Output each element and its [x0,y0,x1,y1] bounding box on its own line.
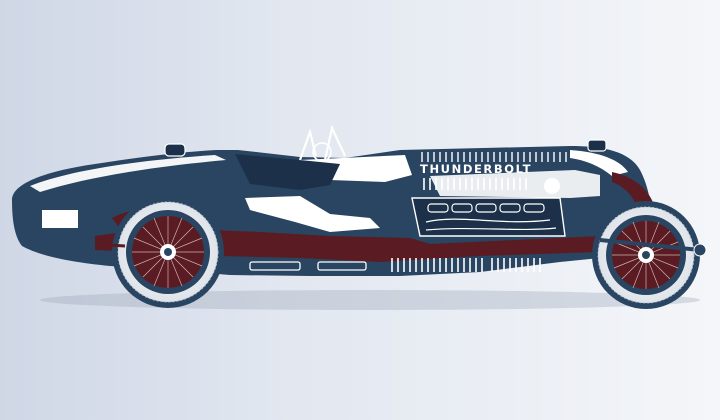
engine-block [411,197,566,237]
engine-details [425,203,557,231]
side-louvres [423,178,527,190]
chassis-rail [95,228,660,262]
radiator-cap [587,139,607,152]
fuel-cap [164,143,186,157]
side-light [544,178,560,194]
steering-wheel [312,142,332,162]
bonnet-louvres [421,152,567,162]
front-wheel [592,201,700,309]
front-axle [599,238,701,252]
rear-wheel [112,196,224,308]
brand-lettering: THUNDERBOLT [420,162,532,176]
rear-axle [94,242,126,248]
body-highlight-side [245,196,380,232]
running-board-louvres [391,258,541,272]
ground-shadow [40,290,700,310]
cockpit [235,154,340,190]
lower-side-vents [249,261,367,271]
front-headlight [693,243,707,257]
body-highlight-front [30,155,226,192]
windscreen-front [323,124,346,161]
body-highlight-hood-2 [570,150,628,176]
rear-number-plate [42,210,78,228]
